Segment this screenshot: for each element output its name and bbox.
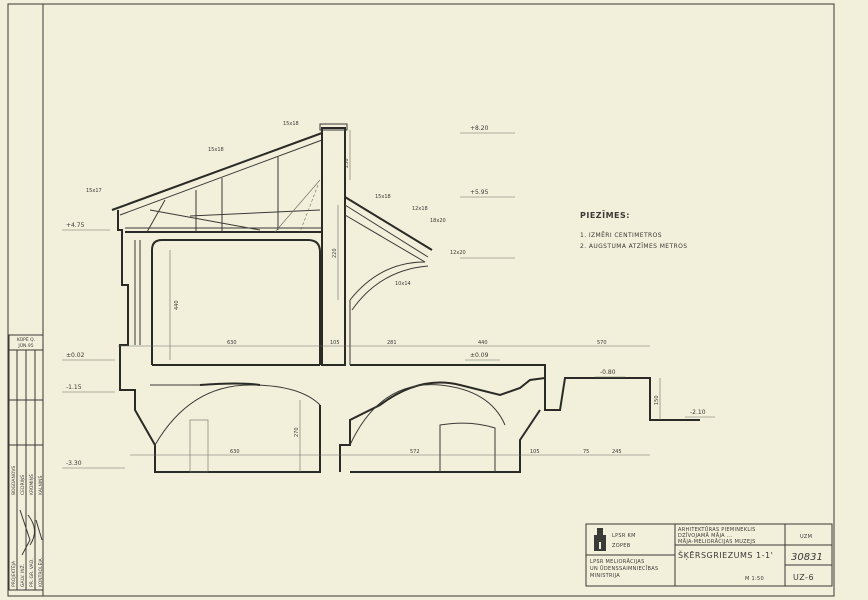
dimension-label: 105 bbox=[330, 340, 340, 346]
project-line: ARHITEKTŪRAS PIEMINEKLIS bbox=[678, 526, 756, 533]
stamp-name: KALNIŅŠ bbox=[37, 475, 44, 495]
project-line: MĀJA-MELIORĀCIJAS MUZEJS bbox=[678, 538, 756, 545]
dimension-label: 245 bbox=[612, 449, 622, 455]
project-line: DZĪVOJAMĀ MĀJA ... bbox=[678, 532, 733, 539]
dimension-label: 281 bbox=[387, 340, 397, 346]
cross-section bbox=[62, 123, 715, 473]
sheet-number: UZ-6 bbox=[793, 573, 814, 582]
dimension-label: 440 bbox=[478, 340, 488, 346]
stamp-name: BOGDANOVS bbox=[11, 466, 17, 495]
member-label: 15x17 bbox=[86, 188, 102, 194]
stamp-name: KRŪMIŅŠ bbox=[28, 474, 35, 495]
note-item: 2. AUGSTUMA ATZĪMES METROS bbox=[580, 243, 687, 250]
dimension-label: 220 bbox=[332, 248, 338, 258]
archive-number: 30831 bbox=[791, 552, 823, 563]
stamp-role: PROJEKTĒJA bbox=[10, 560, 17, 587]
level-label: -0.80 bbox=[600, 369, 616, 376]
notes: PIEZĪMES: 1. IZMĒRI CENTIMETROS 2. AUGST… bbox=[580, 210, 687, 250]
scale-label: M 1:50 bbox=[745, 576, 764, 582]
member-label: 10x14 bbox=[395, 281, 411, 287]
level-label: -3.30 bbox=[66, 460, 82, 467]
member-label: 12x18 bbox=[412, 206, 428, 212]
stamp-role: KONTROLĒJA bbox=[37, 557, 44, 587]
dimension-labels: 630 105 281 440 570 630 572 245 75 105 4… bbox=[174, 158, 660, 455]
level-label: ±0.02 bbox=[66, 352, 85, 359]
stamp-role: PR. GR. VAD. bbox=[29, 558, 35, 587]
dimension-label: 572 bbox=[410, 449, 420, 455]
dimension-label: 150 bbox=[654, 395, 660, 405]
dimension-label: 630 bbox=[227, 340, 237, 346]
org-name: ZOPEB bbox=[612, 543, 631, 549]
member-label: 12x20 bbox=[450, 250, 466, 256]
stamp-copy-label: KOPĒ Q. bbox=[17, 336, 35, 343]
level-label: +5.95 bbox=[470, 189, 489, 196]
sheet-border bbox=[7, 3, 835, 597]
note-item: 1. IZMĒRI CENTIMETROS bbox=[580, 232, 662, 239]
dimension-label: 75 bbox=[583, 449, 589, 455]
level-label: +4.75 bbox=[66, 222, 85, 229]
dimension-label: 440 bbox=[174, 300, 180, 310]
member-label: 18x20 bbox=[430, 218, 446, 224]
level-label: +8.20 bbox=[470, 125, 489, 132]
tower-logo-icon bbox=[594, 528, 606, 551]
side-stamp: KOPĒ Q. JŪN.95 PROJEKTĒJA GALV. INŽ. PR.… bbox=[8, 334, 44, 591]
stamp-role: GALV. INŽ. bbox=[18, 564, 26, 587]
ministry-line: LPSR MELIORĀCIJAS bbox=[590, 558, 645, 565]
dimension-label: 230 bbox=[344, 158, 350, 168]
archive-code: UZM bbox=[800, 534, 812, 540]
level-label: ±0.09 bbox=[470, 352, 489, 359]
member-label: 15x18 bbox=[283, 121, 299, 127]
org-name: LPSR KM bbox=[612, 533, 636, 539]
level-label: -2.10 bbox=[690, 409, 706, 416]
title-block: LPSR KM ZOPEB LPSR MELIORĀCIJAS UN ŪDENS… bbox=[585, 523, 833, 587]
stamp-name: CEDRIŅŠ bbox=[19, 475, 26, 495]
signatures bbox=[19, 509, 43, 556]
member-labels: 15x18 15x18 15x17 15x18 12x18 18x20 12x2… bbox=[86, 121, 466, 287]
member-label: 15x18 bbox=[375, 194, 391, 200]
level-label: -1.15 bbox=[66, 384, 82, 391]
dimension-label: 570 bbox=[597, 340, 607, 346]
dimension-label: 105 bbox=[530, 449, 540, 455]
ministry-line: UN ŪDENSSAIMNIECĪBAS bbox=[590, 565, 658, 572]
member-label: 15x18 bbox=[208, 147, 224, 153]
notes-heading: PIEZĪMES: bbox=[580, 210, 630, 220]
sheet-title: ŠĶĒRSGRIEZUMS 1-1' bbox=[678, 549, 773, 561]
dimension-label: 630 bbox=[230, 449, 240, 455]
level-marks: +8.20 +5.95 +4.75 ±0.02 -1.15 -3.30 ±0.0… bbox=[66, 125, 706, 467]
ministry-line: MINISTRIJA bbox=[590, 573, 620, 579]
stamp-copy-date: JŪN.95 bbox=[17, 342, 33, 349]
dimension-label: 270 bbox=[294, 427, 300, 437]
